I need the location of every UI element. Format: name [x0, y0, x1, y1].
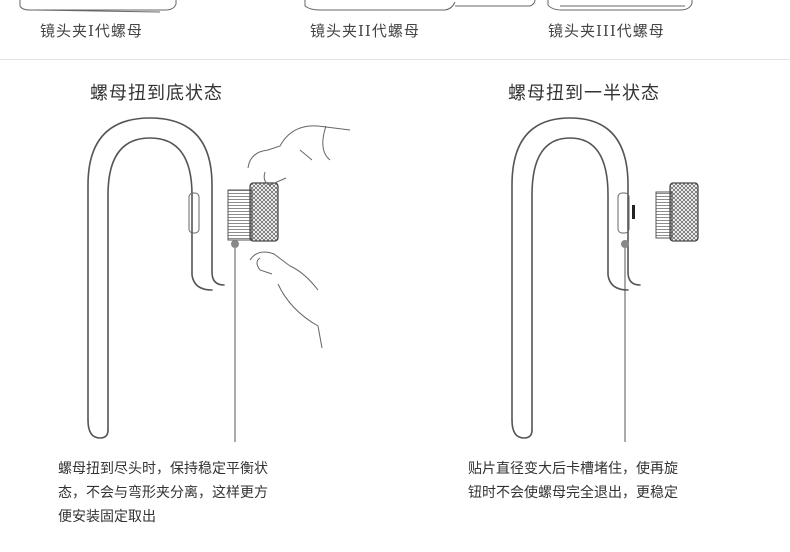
- top-nut-image-3: [547, 0, 693, 11]
- right-panel-caption: 贴片直径变大后卡槽堵住，使再旋 钮时不会使螺母完全退出，更稳定: [468, 457, 678, 505]
- top-label-nut-v3: 镜头夹III代螺母: [548, 22, 665, 40]
- top-label-nut-v1: 镜头夹I代螺母: [40, 22, 143, 40]
- top-nut-image-2: [304, 0, 536, 11]
- right-clip-diagram: [511, 117, 699, 442]
- caption-line: 态，不会与弯形夹分离，这样更方: [58, 485, 268, 501]
- caption-line: 便安装固定取出: [58, 509, 156, 525]
- caption-line: 钮时不会使螺母完全退出，更稳定: [468, 485, 678, 501]
- top-label-nut-v2: 镜头夹II代螺母: [310, 22, 420, 40]
- caption-line: 贴片直径变大后卡槽堵住，使再旋: [468, 461, 678, 477]
- caption-line: 螺母扭到尽头时，保持稳定平衡状: [58, 461, 268, 477]
- left-panel-caption: 螺母扭到尽头时，保持稳定平衡状 态，不会与弯形夹分离，这样更方 便安装固定取出: [58, 457, 268, 529]
- section-divider: [0, 59, 790, 60]
- left-panel-title: 螺母扭到底状态: [90, 83, 223, 104]
- right-panel-title: 螺母扭到一半状态: [508, 83, 660, 104]
- top-nut-image-1: [19, 0, 177, 13]
- left-clip-diagram: [87, 117, 351, 442]
